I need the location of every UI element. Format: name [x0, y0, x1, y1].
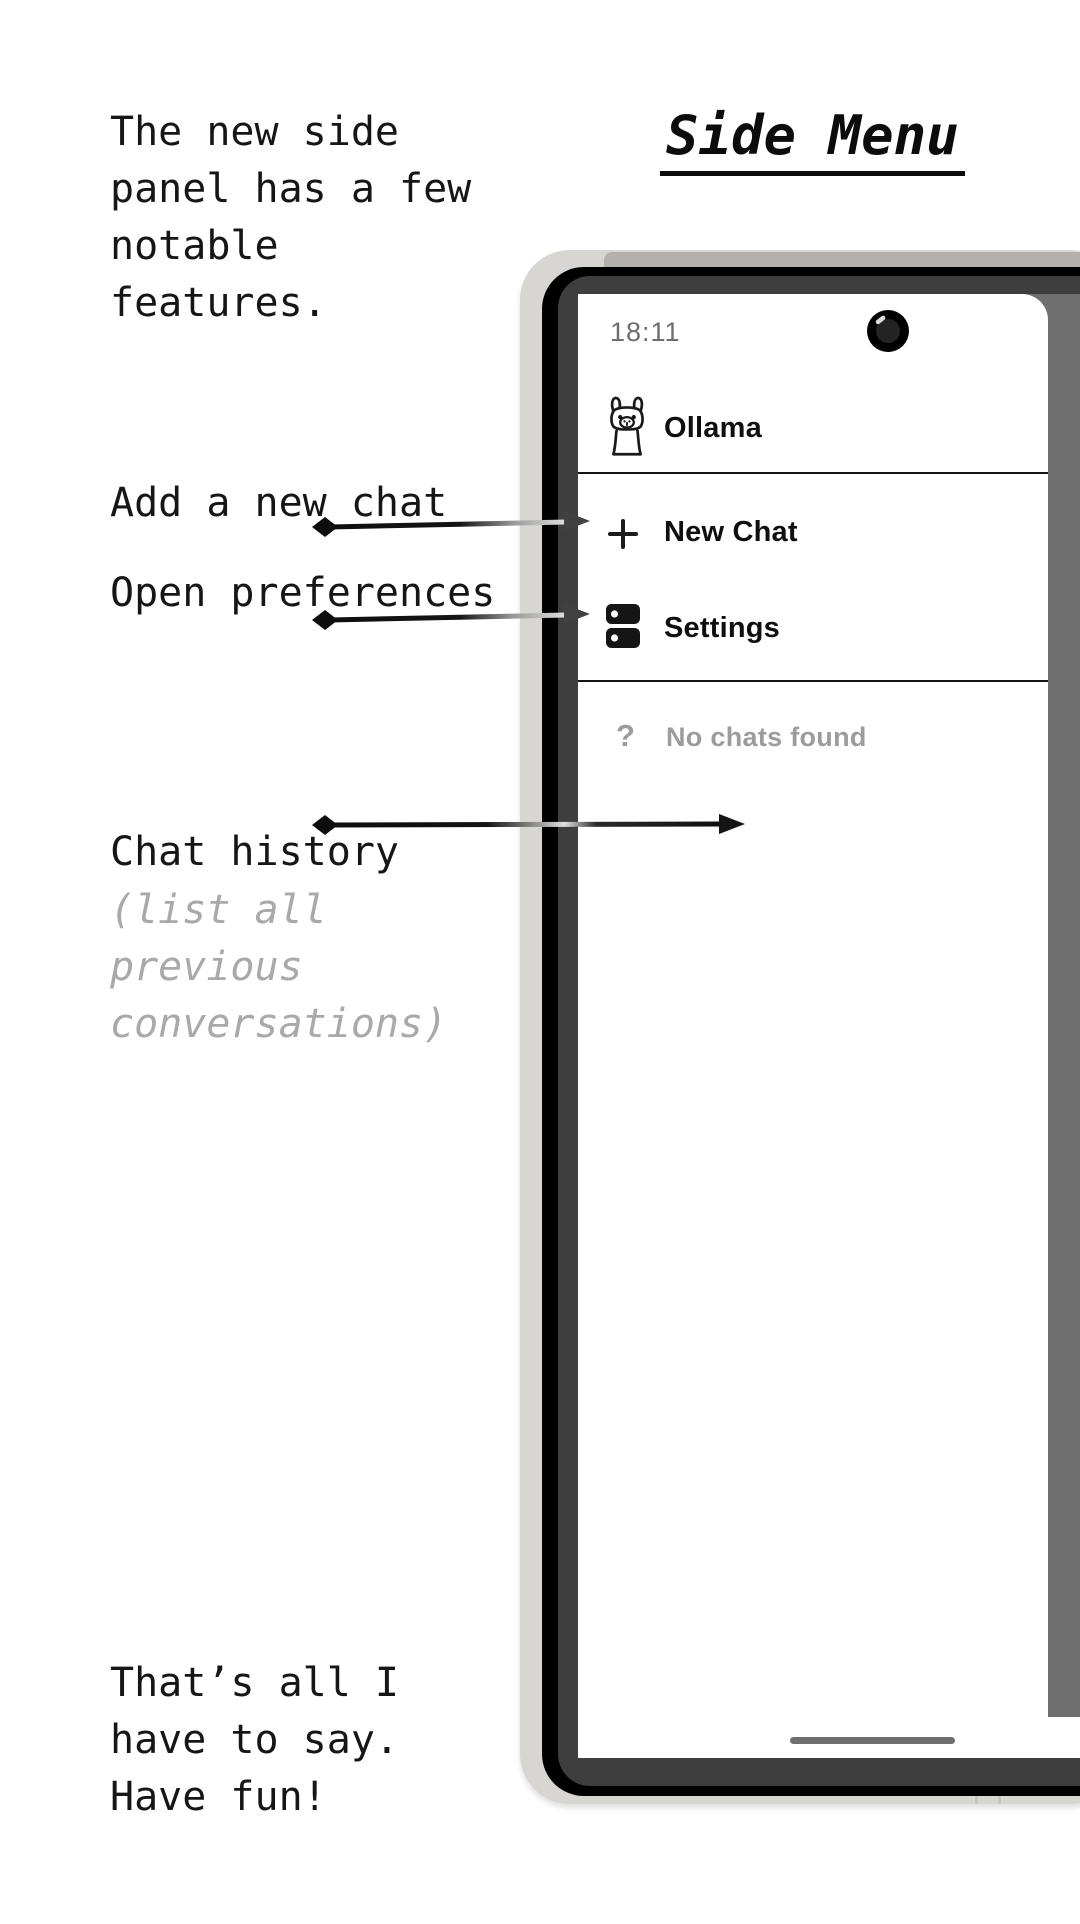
- drawer-divider-bottom: [578, 680, 1048, 682]
- antenna-seam-icon: [998, 1796, 1001, 1804]
- annotation-open-preferences: Open preferences: [110, 570, 496, 616]
- home-indicator-bar[interactable]: [790, 1737, 955, 1744]
- plus-icon[interactable]: [608, 519, 638, 549]
- phone-frame-band: [604, 252, 1080, 268]
- settings-dns-icon[interactable]: [606, 604, 640, 648]
- app-name: Ollama: [664, 412, 762, 444]
- outro-text: That’s all I have to say. Have fun!: [110, 1660, 399, 1820]
- drawer-divider-top: [578, 472, 1048, 474]
- punch-hole-camera-icon: [867, 310, 909, 352]
- annotation-add-chat: Add a new chat: [110, 480, 448, 526]
- side-menu-drawer: [578, 294, 1048, 1758]
- annotation-chat-history-note: (list all previous conversations): [110, 887, 448, 1047]
- question-mark-icon: ?: [616, 718, 635, 753]
- annotation-chat-history: Chat history: [110, 829, 399, 875]
- page-title: Side Menu: [660, 104, 965, 176]
- menu-item-new-chat[interactable]: New Chat: [664, 516, 798, 548]
- phone-mockup: 18:11 Ollama: [520, 250, 1080, 1804]
- antenna-seam-icon: [975, 1796, 978, 1804]
- phone-screen: 18:11 Ollama: [578, 294, 1080, 1758]
- ollama-llama-icon: [610, 396, 644, 456]
- empty-state-message: No chats found: [666, 722, 867, 752]
- menu-item-settings[interactable]: Settings: [664, 612, 780, 644]
- status-bar-clock: 18:11: [610, 317, 681, 347]
- intro-text: The new side panel has a few notable fea…: [110, 109, 472, 326]
